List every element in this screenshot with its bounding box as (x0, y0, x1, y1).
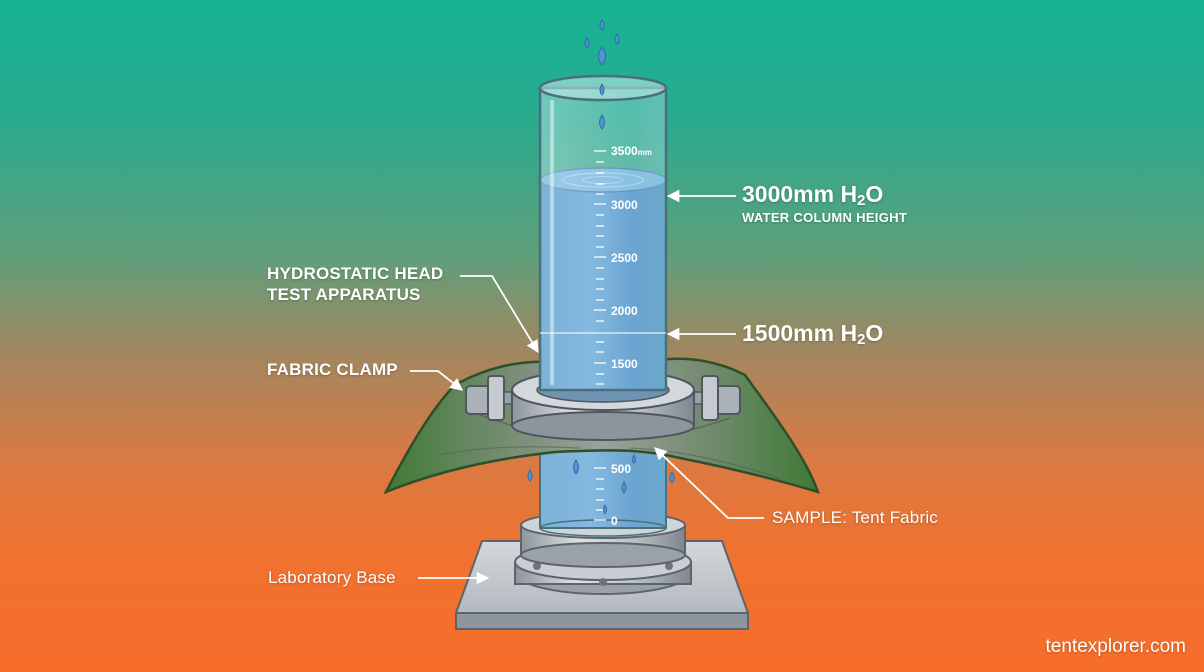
scale-mark: 2000 (611, 304, 638, 318)
scale-mark: 3000 (611, 198, 638, 212)
clamp-pointer (410, 370, 463, 391)
apparatus-label-line1: HYDROSTATIC HEAD (267, 264, 444, 283)
graduation-ticks (594, 150, 606, 521)
pressure-low-label: 1500mm H2O (742, 320, 884, 348)
watermark-text: tentexplorer.com (1045, 636, 1186, 657)
pressure-high-label: 3000mm H2O (742, 181, 884, 209)
scale-mark: 2500 (611, 251, 638, 265)
pressure-high-caption: WATER COLUMN HEIGHT (742, 210, 908, 225)
graduation-labels: 3500mm 3000 2500 2000 1500 500 0 (611, 144, 652, 528)
leader-lines (410, 189, 764, 585)
scale-mark: 500 (611, 462, 631, 476)
scale-top-label: 3500mm (611, 144, 652, 158)
fabric-clamp-label: FABRIC CLAMP (267, 360, 398, 379)
sample-pointer (654, 447, 764, 519)
lower-tube (539, 439, 667, 537)
sample-label: SAMPLE: Tent Fabric (772, 508, 938, 527)
apparatus-pointer (460, 275, 539, 354)
apparatus-label-line2: TEST APPARATUS (267, 285, 421, 304)
water-drops (527, 19, 675, 515)
scale-mark: 1500 (611, 357, 638, 371)
laboratory-base-label: Laboratory Base (268, 568, 396, 587)
scale-mark: 0 (611, 514, 618, 528)
